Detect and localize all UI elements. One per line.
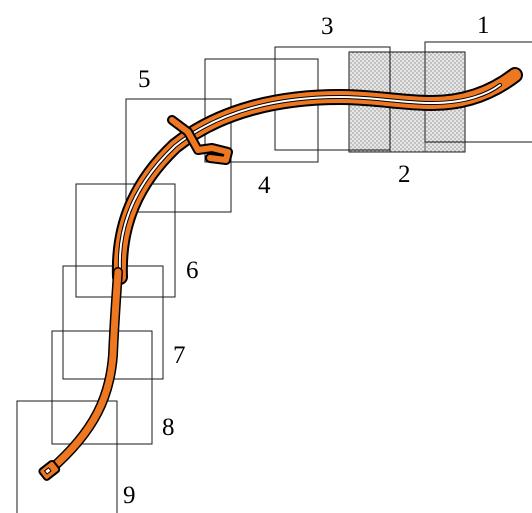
segment-label-5: 5 xyxy=(138,66,151,93)
segment-labels: 1 2 3 4 5 6 7 8 9 xyxy=(123,12,490,509)
segment-frame-1 xyxy=(424,41,532,143)
track-arc-slot-inner xyxy=(118,84,501,271)
track-tail-body xyxy=(46,268,122,474)
track-tail-tab-hole xyxy=(44,467,52,475)
segment-label-6: 6 xyxy=(186,257,199,284)
segment-frame-4 xyxy=(204,58,319,163)
segment-label-3: 3 xyxy=(321,13,334,40)
segment-label-9: 9 xyxy=(123,482,136,509)
segment-label-7: 7 xyxy=(173,342,186,369)
segment-label-1: 1 xyxy=(477,12,490,39)
track-junction-bracket-body xyxy=(169,117,231,163)
orange-track xyxy=(38,67,523,481)
segment-frame-6 xyxy=(75,183,176,298)
segment-frame-9 xyxy=(16,400,118,513)
segment-frame-8 xyxy=(51,330,153,445)
segment-label-4: 4 xyxy=(258,172,271,199)
segment-label-8: 8 xyxy=(162,414,175,441)
segment-label-2: 2 xyxy=(398,161,411,188)
